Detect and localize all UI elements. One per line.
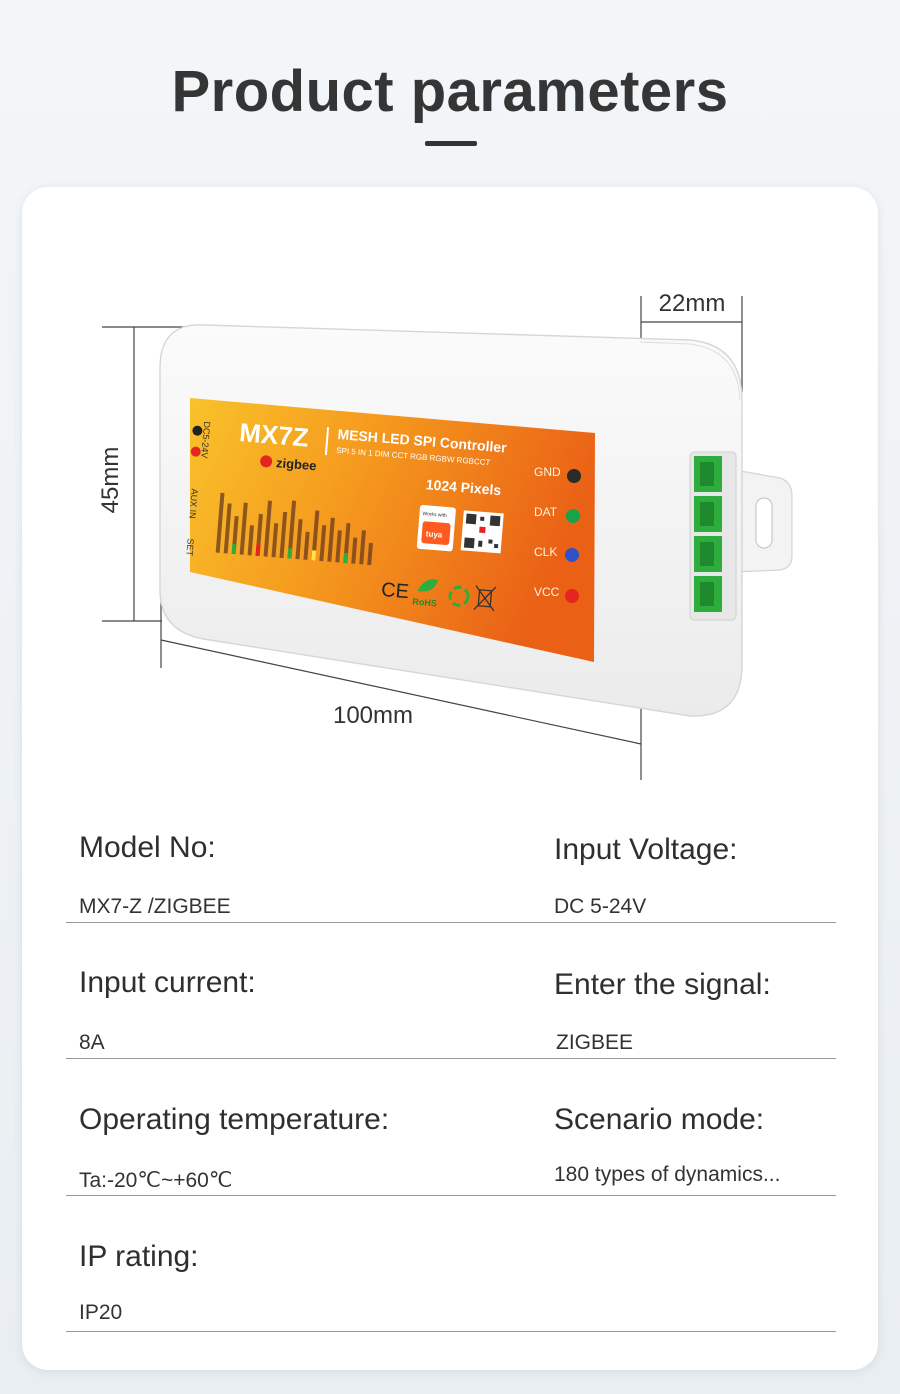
aux-in-label: AUX IN <box>187 488 199 519</box>
terminal-label-clk: CLK <box>534 545 557 559</box>
spec-label-input-current: Input current: <box>79 966 256 999</box>
product-label <box>190 398 595 662</box>
depth-dimension: 22mm <box>659 290 726 317</box>
spec-value-model: MX7-Z /ZIGBEE <box>79 895 231 918</box>
spec-value-signal: ZIGBEE <box>556 1031 634 1054</box>
terminal-dot-vcc <box>565 589 579 603</box>
tuya-badge: Works with tuya <box>416 505 456 552</box>
spec-label-ip-rating: IP rating: <box>79 1240 199 1273</box>
terminal-dot-gnd <box>567 469 581 483</box>
mounting-ear <box>734 469 793 573</box>
works-with-text: Works with <box>422 511 447 519</box>
spec-value-scenario-mode: 180 types of dynamics... <box>554 1163 781 1186</box>
equalizer-accents <box>231 543 349 564</box>
qr-code-icon <box>460 510 504 554</box>
divider <box>66 1058 836 1059</box>
length-dimension: 100mm <box>333 702 413 729</box>
pixel-count: 1024 Pixels <box>425 476 502 498</box>
equalizer-graphic <box>215 492 373 566</box>
spec-label-signal: Enter the signal: <box>554 968 771 1001</box>
height-dimension: 45mm <box>97 447 124 514</box>
ce-mark: CE <box>380 579 409 603</box>
tuya-logo-text: tuya <box>426 529 444 539</box>
terminal-labels: GND DAT CLK VCC <box>534 465 581 603</box>
spec-value-input-voltage: DC 5-24V <box>554 895 647 918</box>
weee-bin-icon <box>473 585 497 612</box>
terminal-label-dat: DAT <box>534 505 558 519</box>
spec-value-operating-temperature: Ta:-20℃~+60℃ <box>79 1169 233 1192</box>
terminal-label-vcc: VCC <box>534 585 560 599</box>
title-underline <box>425 141 477 146</box>
model-name: MX7Z <box>238 417 310 452</box>
power-rating: DC5-24V <box>199 421 212 459</box>
divider <box>66 1331 836 1332</box>
divider <box>66 922 836 923</box>
spec-label-model: Model No: <box>79 831 216 864</box>
zigbee-brand: zigbee <box>275 455 317 473</box>
spec-value-input-current: 8A <box>79 1031 105 1054</box>
rohs-mark: RoHS <box>412 597 437 609</box>
product-figure: 45mm 22mm 100mm DC5-24V AUX IN SET MX7Z … <box>97 290 793 780</box>
power-minus-icon <box>192 425 203 436</box>
rohs-leaf-icon <box>417 579 439 592</box>
page-title: Product parameters <box>171 59 729 124</box>
spec-label-input-voltage: Input Voltage: <box>554 833 738 866</box>
spec-value-ip-rating: IP20 <box>79 1301 123 1324</box>
set-label: SET <box>184 538 195 557</box>
zigbee-logo-icon <box>260 455 273 468</box>
terminal-dot-clk <box>565 548 579 562</box>
spec-label-scenario-mode: Scenario mode: <box>554 1103 765 1136</box>
terminal-block <box>689 451 737 621</box>
terminal-label-gnd: GND <box>534 465 561 479</box>
spec-label-operating-temperature: Operating temperature: <box>79 1103 390 1136</box>
recycle-icon <box>448 585 470 607</box>
divider <box>66 1195 836 1196</box>
terminal-dot-dat <box>566 509 580 523</box>
power-plus-icon <box>190 446 201 457</box>
